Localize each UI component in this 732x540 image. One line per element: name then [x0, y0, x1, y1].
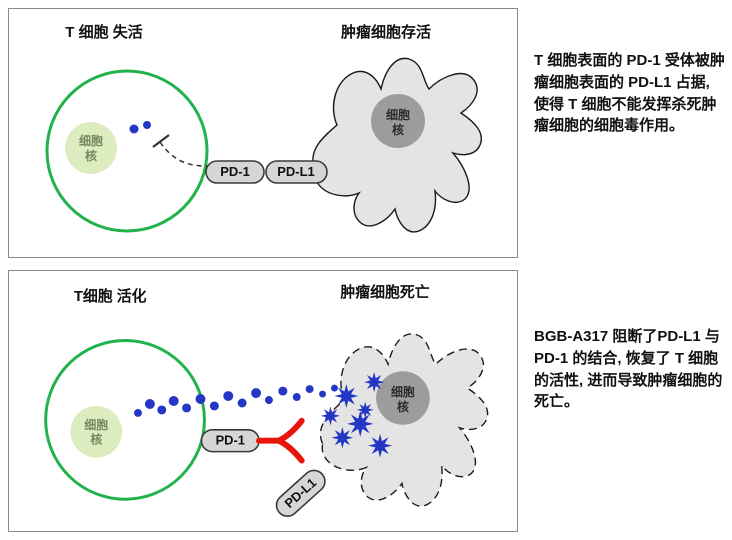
signal-dot — [319, 390, 327, 398]
signal-dot — [237, 398, 247, 408]
t-cell-nucleus-label-line2: 核 — [85, 148, 97, 163]
t-cell-membrane — [45, 69, 209, 233]
cytotoxic-burst-icon — [320, 406, 341, 426]
tumor-nucleus — [376, 371, 430, 425]
signal-dot — [157, 405, 167, 415]
pd1-label: PD-1 — [220, 164, 250, 179]
pdl1-label: PD-L1 — [277, 164, 315, 179]
caption-bgb-a317: BGB-A317 阻断了PD-L1 与 PD-1 的结合, 恢复了 T 细胞的活… — [534, 328, 723, 411]
signal-dot — [330, 384, 338, 392]
t-cell-nucleus-label-line2: 核 — [90, 433, 102, 447]
t-cell-state-title: T细胞 活化 — [74, 287, 147, 305]
tumor-nucleus-label-line2: 核 — [392, 122, 404, 137]
tumor-nucleus — [371, 94, 425, 148]
signal-dot — [251, 388, 262, 399]
panel-t-cell-activated: 细胞 核 细胞 核 — [8, 270, 518, 532]
pdl1-ligand — [265, 160, 328, 184]
pdl1-ligand-group: PD-L1 — [275, 469, 326, 517]
signal-dot — [133, 408, 142, 417]
t-cell-nucleus — [70, 405, 123, 458]
signal-dot — [278, 386, 288, 396]
cytotoxic-burst-icon — [368, 433, 393, 458]
tumor-nucleus-label-line1: 细胞 — [391, 385, 415, 399]
signal-dot — [305, 385, 314, 394]
signal-dot — [144, 399, 155, 409]
tumor-nucleus-label-line1: 细胞 — [386, 107, 410, 122]
signal-dot-trail — [133, 384, 338, 417]
tumor-state-title: 肿瘤细胞死亡 — [340, 283, 429, 301]
pd1-label: PD-1 — [216, 433, 245, 448]
inhibited-signal-path — [159, 141, 211, 167]
cytotoxic-burst-icon — [331, 427, 354, 449]
antibody-upper-arm — [275, 417, 305, 444]
signal-dot — [195, 394, 206, 404]
cytotoxic-burst-icon — [356, 401, 374, 419]
cytotoxic-burst-icon — [334, 384, 359, 408]
pdl1-ligand — [275, 469, 326, 517]
antibody-lower-arm — [275, 437, 305, 464]
panel-t-cell-inactivated: 细胞 核 细胞 核 PD-1 PD-L1 T 细胞 失活 肿瘤细胞存活 — [8, 8, 518, 258]
signal-dot — [292, 393, 301, 401]
t-cell-nucleus-label-line1: 细胞 — [84, 418, 108, 432]
signal-dot — [209, 401, 219, 411]
signal-dot — [182, 403, 192, 413]
cytotoxic-burst-icon — [364, 372, 385, 393]
t-cell-state-title: T 细胞 失活 — [65, 23, 143, 41]
diagram-top: 细胞 核 细胞 核 PD-1 PD-L1 T 细胞 失活 肿瘤细胞存活 — [45, 23, 483, 233]
caption-pd1-blocked: T 细胞表面的 PD-1 受体被肿瘤细胞表面的 PD-L1 占据, 使得 T 细… — [534, 52, 725, 135]
signal-dot — [264, 396, 273, 404]
antibody-icon — [256, 417, 305, 464]
blocked-signal — [129, 121, 211, 167]
pd1-receptor — [205, 160, 265, 184]
t-cell-membrane — [44, 338, 206, 501]
tumor-state-title: 肿瘤细胞存活 — [341, 23, 431, 41]
signal-dot — [143, 121, 151, 129]
signal-dot — [223, 391, 234, 401]
tumor-nucleus-label-line2: 核 — [397, 400, 409, 414]
t-cell-nucleus — [65, 122, 117, 174]
inhibition-bar-icon — [152, 134, 170, 148]
signal-dot — [168, 396, 179, 406]
signal-dot — [129, 124, 139, 134]
t-cell-nucleus-label-line1: 细胞 — [79, 133, 103, 148]
diagram-bottom: 细胞 核 细胞 核 — [44, 283, 489, 517]
